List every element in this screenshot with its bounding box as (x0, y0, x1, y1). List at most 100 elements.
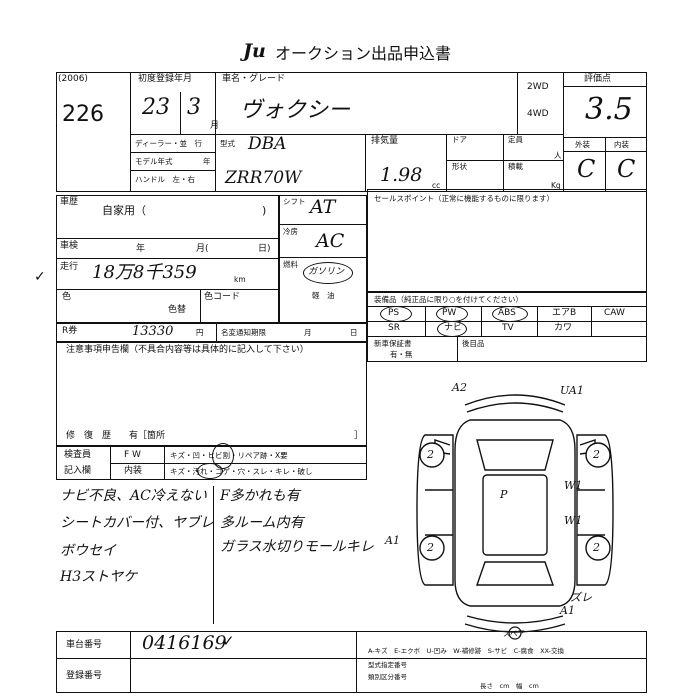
form-code: (2006) (58, 74, 88, 84)
mark-a2: A2 (452, 381, 467, 394)
wheel-fr-mark: 2 (593, 448, 600, 461)
wheel-fl-mark: 2 (427, 448, 434, 461)
sales-label: セールスポイント（正常に機能するものに限ります） (374, 194, 554, 203)
inspection-day: 日) (258, 244, 271, 254)
name-change-month: 月 (304, 328, 312, 337)
note-left-1: ナビ不良、AC冷えない (60, 488, 207, 504)
equip-tv: TV (502, 323, 514, 333)
navi-circle (437, 321, 467, 337)
abs-circle (492, 306, 528, 322)
sales-block (367, 189, 647, 292)
recycle-label: R券 (62, 326, 78, 336)
ac-label: 冷房 (283, 227, 298, 236)
footer-block (56, 631, 647, 693)
model-year-label: モデル年式 (135, 157, 173, 166)
reg-year-label: 初度登録年月 (138, 74, 193, 84)
interior-value: C (617, 155, 636, 183)
mark-w1-upper: W1 (564, 479, 583, 492)
mark-a1-rear: A1 (560, 604, 575, 617)
lot-number: 226 (62, 102, 104, 127)
note-left-2: シートカバー付、ヤブレ (60, 515, 214, 531)
repair-label: 修 復 歴 有［箇所 (66, 431, 166, 441)
equip-caw: CAW (604, 308, 625, 318)
history-block (56, 195, 279, 323)
name-change-label: 名変通知期限 (221, 328, 266, 337)
pw-circle (436, 306, 468, 322)
inspection-year: 年 (136, 244, 146, 254)
cc-unit: cc (432, 181, 441, 190)
legend-line: A-キズ E-エクボ U-凹み W-補修跡 S-サビ C-腐食 XX-交換 (368, 647, 564, 655)
inspection-label: 車検 (60, 241, 79, 251)
notice-label: 注意事項申告欄（不具合内容等は具体的に記入して下さい） (66, 345, 309, 355)
kg-unit: Kg (551, 181, 561, 190)
note-right-3: ガラス水切りモールキレ (220, 539, 374, 555)
new-car-value: 有・無 (390, 350, 413, 359)
chassis-check: ✓ (222, 632, 235, 650)
score-label: 評価点 (584, 74, 612, 84)
equip-sr: SR (388, 323, 400, 333)
mark-a1-left: A1 (385, 534, 400, 547)
wheel-rr-mark: 2 (593, 541, 600, 554)
displacement-label: 排気量 (371, 136, 399, 146)
ac-value: AC (316, 230, 345, 252)
load-label: 積載 (508, 162, 523, 171)
note-left-4: H3ストヤケ (60, 569, 138, 585)
shift-block (279, 195, 367, 323)
recycle-value: 13330 (132, 324, 174, 339)
spare-label: スペア (503, 629, 525, 638)
chassis-no-value: 0416169 (142, 632, 227, 654)
exterior-value: C (577, 155, 596, 183)
form-title: オークション出品申込書 (275, 44, 452, 63)
remarks-label: 記入欄 (64, 466, 92, 476)
month-unit: 月 (210, 121, 220, 131)
year-unit: 年 (203, 157, 211, 166)
color-label: 色 (62, 292, 72, 302)
fuel-option: 軽 油 (312, 291, 335, 300)
handle-label: ハンドル 左・右 (135, 175, 195, 184)
door-label: ドア (452, 135, 467, 144)
person-unit: 人 (554, 151, 562, 160)
chassis-no-label: 車台番号 (66, 640, 103, 650)
equip-leather: カワ (554, 323, 573, 333)
reg-year-value: 23 (142, 95, 170, 120)
legend-dims: 長さ cm 幅 cm (480, 682, 539, 690)
score-value: 3.5 (585, 92, 633, 127)
color-change-label: 色替 (168, 305, 187, 315)
displacement-value: 1.98 (380, 164, 423, 186)
usage-label: 車歴 (60, 197, 79, 207)
ps-circle (380, 306, 412, 322)
mark-zure: ズレ (570, 591, 592, 604)
mileage-label: 走行 (60, 262, 79, 272)
mark-p: P (500, 488, 508, 501)
auction-logo: Ju (243, 40, 266, 62)
note-right-1: F多かれも有 (220, 488, 300, 504)
inspection-month: 月( (196, 244, 209, 254)
interior-label: 内装 (614, 140, 629, 149)
note-right-2: 多ルーム内有 (220, 515, 304, 531)
usage-value: 自家用（ (102, 204, 146, 217)
fw-label: F W (124, 450, 141, 460)
recycle-row (56, 323, 367, 342)
color-code-label: 色コード (204, 292, 241, 302)
top-block (56, 72, 647, 192)
drive-2wd: 2WD (527, 82, 549, 92)
model-label: 車名・グレード (222, 74, 286, 84)
name-change-day: 日 (350, 328, 358, 337)
equip-label: 装備品（純正品に限り○を付けてください） (374, 295, 523, 304)
shift-label: シフト (283, 197, 306, 206)
mark-ua1: UA1 (560, 384, 584, 397)
dealer-label: ディーラー・並 行 (135, 139, 202, 148)
new-car-label: 新車保証書 (374, 339, 412, 348)
mileage-value: 18万8千359 (92, 262, 197, 283)
equip-block (367, 292, 647, 362)
type-label: 型式 (220, 139, 235, 148)
drive-4wd: 4WD (527, 109, 549, 119)
shift-value: AT (310, 196, 336, 218)
fuel-label: 燃料 (283, 260, 298, 269)
repair-close: ］ (354, 431, 364, 441)
yen-unit: 円 (196, 328, 204, 337)
fuel-circle (303, 262, 353, 284)
inspector-label: 検査員 (64, 450, 92, 460)
capacity-label: 定員 (508, 135, 523, 144)
chassis-code: ZRR70W (225, 168, 302, 188)
